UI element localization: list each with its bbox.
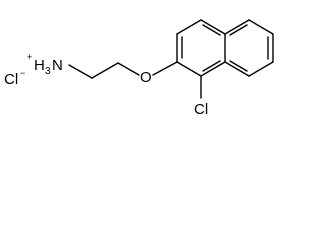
- bond-ring-a2: [176, 19, 202, 35]
- bond-ch2-o: [117, 62, 140, 76]
- bond-ring-a5-double: [202, 60, 221, 72]
- ammonium-h-count: 3: [45, 66, 51, 77]
- bond-ring-b4: [248, 61, 274, 77]
- atom-labels: Cl − + H 3 N O Cl: [4, 52, 208, 118]
- bond-ring-b4-double: [229, 60, 248, 72]
- bond-n-ch2: [68, 64, 93, 79]
- ether-oxygen-label: O: [140, 69, 152, 86]
- bond-ring-a6: [176, 61, 202, 77]
- bond-ring-a5: [200, 61, 226, 77]
- bond-ring-b1: [224, 19, 250, 35]
- bond-ring-b2: [248, 19, 274, 35]
- bond-ring-b5: [224, 61, 250, 77]
- chemical-structure: Cl − + H 3 N O Cl: [4, 19, 274, 118]
- aryl-chlorine-label: Cl: [194, 101, 208, 118]
- ammonium-charge: +: [27, 52, 32, 62]
- bond-ring-a3-double: [202, 24, 221, 36]
- bond-o-ring: [152, 61, 178, 76]
- chloride-charge: −: [20, 68, 25, 78]
- ammonium-h-label: H: [34, 57, 45, 74]
- bond-ch2-ch2: [91, 62, 119, 79]
- bonds: [68, 19, 274, 99]
- bond-ring-b1-double: [229, 24, 248, 36]
- ammonium-n-label: N: [52, 57, 63, 74]
- bond-ring-a3: [200, 19, 226, 35]
- chloride-label: Cl: [4, 71, 18, 88]
